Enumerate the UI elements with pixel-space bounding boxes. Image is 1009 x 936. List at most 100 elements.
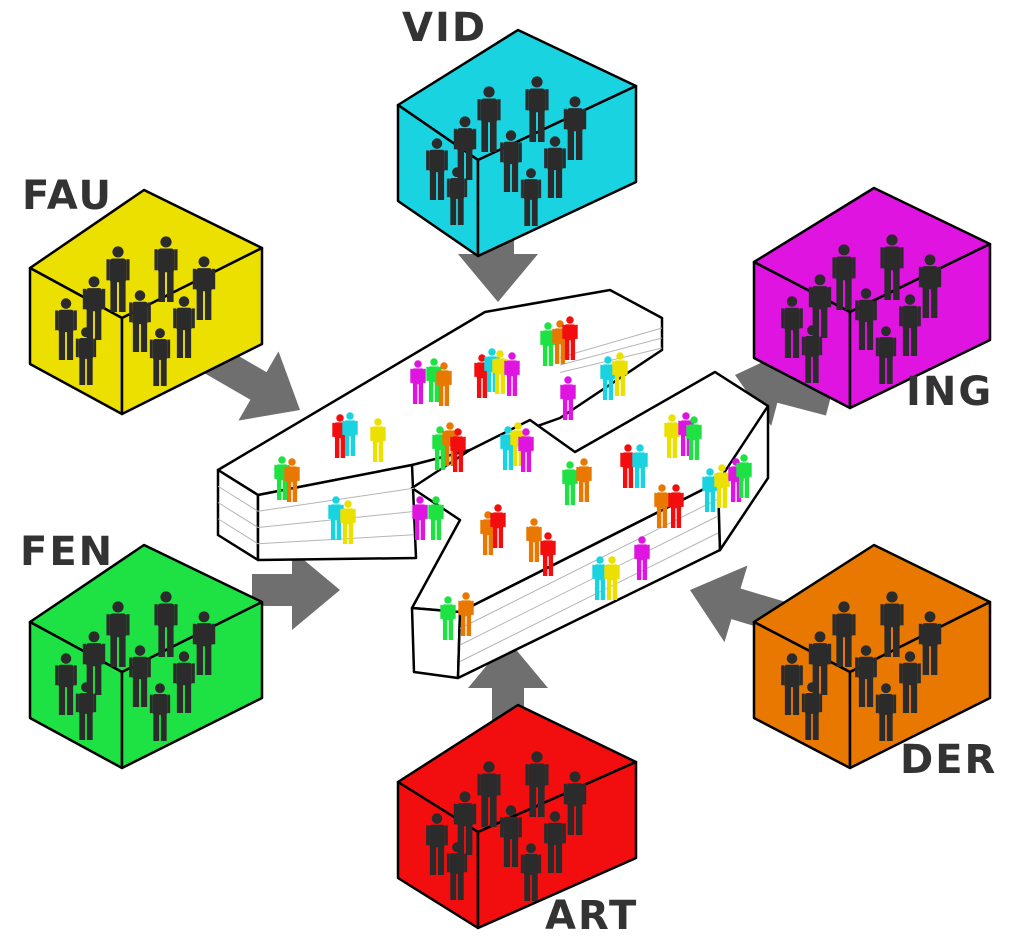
person-icon	[576, 458, 592, 502]
box-fen	[28, 543, 264, 770]
person-icon	[75, 682, 97, 740]
person-icon	[428, 496, 444, 540]
person-icon	[520, 843, 542, 901]
person-icon	[875, 326, 897, 384]
person-icon	[106, 246, 130, 312]
person-icon	[450, 428, 466, 472]
box-fau	[28, 188, 264, 416]
person-icon	[520, 168, 542, 226]
person-icon	[560, 376, 576, 420]
person-icon	[129, 645, 151, 707]
person-icon	[342, 412, 358, 456]
person-icon	[832, 244, 856, 310]
person-icon	[899, 651, 921, 713]
person-icon	[875, 683, 897, 741]
person-icon	[446, 167, 468, 225]
person-icon	[562, 316, 578, 360]
arrow-icon-art	[468, 640, 548, 720]
person-icon	[526, 518, 542, 562]
person-icon	[340, 500, 356, 544]
person-icon	[604, 556, 620, 600]
person-icon	[149, 328, 171, 386]
person-icon	[55, 298, 77, 360]
person-icon	[832, 601, 856, 667]
box-der	[752, 543, 992, 770]
person-icon	[686, 416, 702, 460]
person-icon	[600, 356, 616, 400]
person-icon	[855, 288, 877, 350]
arrow-icon-vid	[458, 210, 538, 302]
person-icon	[173, 651, 195, 713]
person-icon	[440, 596, 456, 640]
person-icon	[453, 791, 477, 855]
label-art: ART	[545, 893, 639, 936]
label-ing: ING	[906, 369, 994, 415]
person-icon	[525, 76, 549, 142]
label-vid: VID	[402, 5, 488, 51]
person-icon	[544, 136, 566, 198]
occupants	[274, 316, 752, 640]
person-icon	[801, 325, 823, 383]
person-icon	[458, 592, 474, 636]
department-boxes	[28, 28, 992, 930]
person-icon	[899, 294, 921, 356]
box-vid	[396, 28, 638, 258]
person-icon	[880, 234, 904, 300]
person-icon	[477, 761, 501, 827]
person-icon	[801, 682, 823, 740]
person-icon	[544, 811, 566, 873]
person-icon	[634, 536, 650, 580]
arrow-icon-fen	[252, 550, 340, 630]
person-icon	[75, 327, 97, 385]
person-icon	[490, 504, 506, 548]
label-fen: FEN	[20, 529, 115, 575]
person-icon	[855, 645, 877, 707]
person-icon	[808, 274, 832, 338]
person-icon	[173, 296, 195, 358]
person-icon	[426, 813, 448, 875]
person-icon	[525, 751, 549, 817]
person-icon	[436, 362, 452, 406]
person-icon	[453, 116, 477, 180]
person-icon	[918, 611, 942, 675]
person-icon	[702, 468, 718, 512]
person-icon	[192, 256, 216, 320]
person-icon	[518, 428, 534, 472]
person-icon	[563, 96, 587, 160]
person-icon	[918, 254, 942, 318]
person-icon	[808, 631, 832, 695]
person-icon	[82, 276, 106, 340]
person-icon	[736, 454, 752, 498]
central-building	[216, 288, 770, 680]
person-icon	[426, 138, 448, 200]
label-fau: FAU	[22, 173, 113, 219]
person-icon	[563, 771, 587, 835]
person-icon	[284, 458, 300, 502]
person-icon	[192, 611, 216, 675]
person-icon	[880, 591, 904, 657]
person-icon	[82, 631, 106, 695]
person-icon	[504, 352, 520, 396]
box-art	[396, 703, 638, 930]
person-icon	[154, 236, 178, 302]
person-icon	[562, 461, 578, 505]
person-icon	[129, 290, 151, 352]
person-icon	[477, 86, 501, 152]
person-icon	[500, 805, 522, 867]
person-icon	[412, 496, 428, 540]
person-icon	[410, 360, 426, 404]
label-der: DER	[900, 737, 998, 783]
person-icon	[781, 296, 803, 358]
person-icon	[149, 683, 171, 741]
person-icon	[106, 601, 130, 667]
person-icon	[632, 444, 648, 488]
person-icon	[500, 130, 522, 192]
person-icon	[370, 418, 386, 462]
person-icon	[154, 591, 178, 657]
person-icon	[55, 653, 77, 715]
person-icon	[668, 484, 684, 528]
person-icon	[612, 352, 628, 396]
box-ing	[752, 186, 992, 410]
